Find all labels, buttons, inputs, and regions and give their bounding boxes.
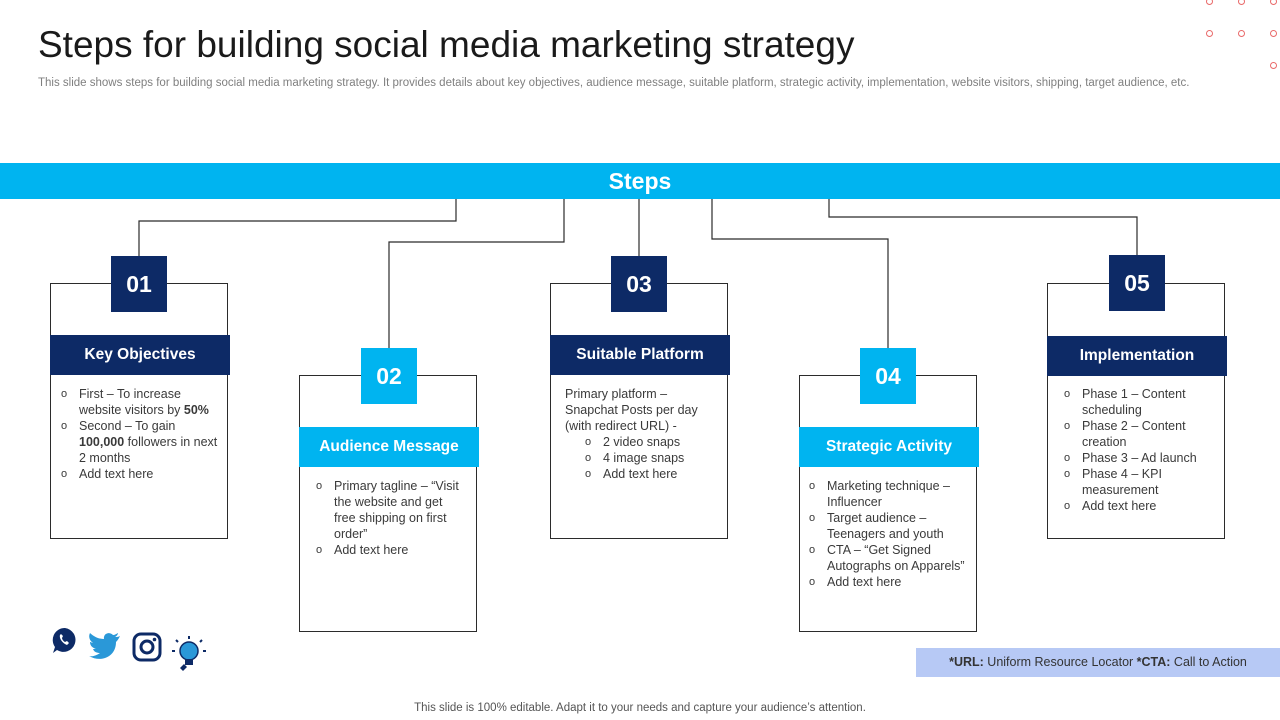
list-item: Phase 2 – Content creation xyxy=(1064,418,1214,450)
step-heading: Implementation xyxy=(1047,336,1227,376)
step-card-03: Suitable Platform Primary platform – Sna… xyxy=(550,283,730,539)
list-item: Primary tagline – “Visit the website and… xyxy=(316,478,466,542)
list-item: Phase 4 – KPI measurement xyxy=(1064,466,1214,498)
list-item: Phase 3 – Ad launch xyxy=(1064,450,1214,466)
step-heading: Key Objectives xyxy=(50,335,230,375)
list-item: Add text here xyxy=(316,542,466,558)
slide-subtitle: This slide shows steps for building soci… xyxy=(38,77,1190,89)
twitter-icon xyxy=(89,633,120,659)
step-number-04: 04 xyxy=(860,348,916,404)
idea-bulb-icon xyxy=(172,636,206,671)
list-item: Target audience – Teenagers and youth xyxy=(809,510,969,542)
list-item: Marketing technique – Influencer xyxy=(809,478,969,510)
steps-banner: Steps xyxy=(0,163,1280,199)
step-number-02: 02 xyxy=(361,348,417,404)
platform-intro: Primary platform – Snapchat Posts per da… xyxy=(565,387,698,433)
instagram-icon xyxy=(132,632,162,662)
list-item: First – To increase website visitors by … xyxy=(61,386,221,418)
list-item: 4 image snaps xyxy=(585,450,715,466)
list-item: Add text here xyxy=(585,466,715,482)
step-card-04: Strategic Activity Marketing technique –… xyxy=(799,375,979,632)
step-number-03: 03 xyxy=(611,256,667,312)
list-item: Add text here xyxy=(1064,498,1214,514)
step-card-02: Audience Message Primary tagline – “Visi… xyxy=(299,375,479,632)
list-item: Add text here xyxy=(61,466,221,482)
slide-title: Steps for building social media marketin… xyxy=(38,24,855,65)
step-heading: Strategic Activity xyxy=(799,427,979,467)
step-heading: Suitable Platform xyxy=(550,335,730,375)
step-card-01: Key Objectives First – To increase websi… xyxy=(50,283,230,539)
slide-footer: This slide is 100% editable. Adapt it to… xyxy=(414,702,866,714)
list-item: Add text here xyxy=(809,574,969,590)
step-number-05: 05 xyxy=(1109,255,1165,311)
decorative-dots xyxy=(1196,0,1280,76)
list-item: Second – To gain 100,000 followers in ne… xyxy=(61,418,221,466)
whatsapp-icon xyxy=(52,627,76,653)
abbreviation-footnote: *URL: Uniform Resource Locator *CTA: Cal… xyxy=(916,648,1280,677)
list-item: CTA – “Get Signed Autographs on Apparels… xyxy=(809,542,969,574)
list-item: 2 video snaps xyxy=(585,434,715,450)
list-item: Phase 1 – Content scheduling xyxy=(1064,386,1214,418)
step-card-05: Implementation Phase 1 – Content schedul… xyxy=(1047,283,1227,539)
step-heading: Audience Message xyxy=(299,427,479,467)
step-number-01: 01 xyxy=(111,256,167,312)
